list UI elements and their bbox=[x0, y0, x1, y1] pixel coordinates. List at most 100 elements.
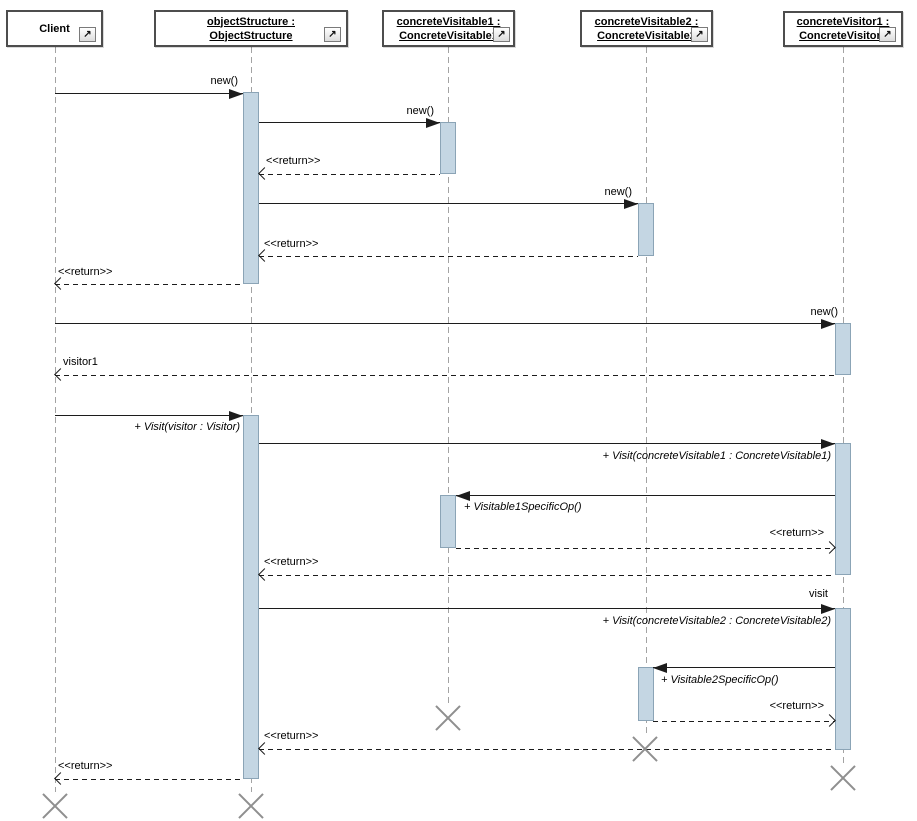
message-line bbox=[456, 495, 835, 496]
message-label-2[interactable]: visit bbox=[809, 588, 828, 600]
destroy-cross-icon bbox=[630, 734, 660, 764]
message-label[interactable]: new() bbox=[406, 105, 434, 117]
message-line bbox=[55, 415, 243, 416]
message-line bbox=[456, 548, 835, 549]
message-line bbox=[259, 174, 440, 175]
arrowhead-open-icon bbox=[54, 772, 67, 785]
activation-bar-concrete-visitable1[interactable] bbox=[440, 122, 456, 174]
lifeline-name-line: concreteVisitable1 : bbox=[396, 15, 501, 28]
arrowhead-open-icon bbox=[54, 368, 67, 381]
message-line bbox=[259, 575, 835, 576]
arrowhead-open-icon bbox=[823, 714, 836, 727]
expand-icon[interactable]: ↗ bbox=[79, 27, 96, 42]
arrowhead-open-icon bbox=[54, 277, 67, 290]
message-line bbox=[259, 608, 835, 609]
lifeline-header-concrete-visitable1[interactable]: concreteVisitable1 :ConcreteVisitable1↗ bbox=[382, 10, 515, 47]
lifeline-name-line: concreteVisitor1 : bbox=[796, 16, 890, 28]
lifeline-header-object-structure[interactable]: objectStructure :ObjectStructure ↗ bbox=[154, 10, 348, 47]
activation-bar-concrete-visitable2[interactable] bbox=[638, 667, 654, 721]
activation-bar-concrete-visitor1[interactable] bbox=[835, 443, 851, 575]
message-line bbox=[259, 749, 835, 750]
message-line bbox=[55, 779, 243, 780]
expand-arrow-glyph: ↗ bbox=[83, 29, 92, 40]
message-line bbox=[55, 93, 243, 94]
lifeline-name-line: Client bbox=[39, 22, 70, 35]
lifeline-name-line: objectStructure : bbox=[206, 15, 295, 28]
lifeline-name: objectStructure :ObjectStructure bbox=[207, 15, 295, 43]
lifeline-name-line: ConcreteVisitable2 bbox=[597, 29, 696, 42]
activation-bar-concrete-visitable1[interactable] bbox=[440, 495, 456, 548]
activation-bar-concrete-visitable2[interactable] bbox=[638, 203, 654, 256]
lifeline-line-concrete-visitable2[interactable] bbox=[645, 47, 647, 735]
message-label[interactable]: new() bbox=[604, 186, 632, 198]
lifeline-name: concreteVisitor1 : ConcreteVisitor1 bbox=[797, 15, 890, 43]
expand-arrow-glyph: ↗ bbox=[883, 29, 892, 40]
arrowhead-open-icon bbox=[823, 541, 836, 554]
expand-icon[interactable]: ↗ bbox=[879, 27, 896, 42]
destroy-cross-icon bbox=[236, 791, 266, 821]
message-line bbox=[55, 323, 835, 324]
message-label[interactable]: <<return>> bbox=[58, 266, 113, 278]
lifeline-name-line: concreteVisitable2 : bbox=[594, 15, 699, 28]
message-label[interactable]: + Visit(visitor : Visitor) bbox=[134, 421, 240, 433]
activation-bar-object-structure[interactable] bbox=[243, 415, 259, 779]
arrowhead-open-icon bbox=[258, 742, 271, 755]
message-label[interactable]: <<return>> bbox=[264, 556, 319, 568]
lifeline-header-client[interactable]: Client ↗ bbox=[6, 10, 103, 47]
message-label[interactable]: <<return>> bbox=[264, 238, 319, 250]
arrowhead-open-icon bbox=[258, 167, 271, 180]
destroy-cross-icon bbox=[433, 703, 463, 733]
message-line bbox=[259, 203, 638, 204]
lifeline-name: Client bbox=[39, 22, 70, 36]
arrowhead-filled-icon bbox=[821, 438, 835, 449]
expand-arrow-glyph: ↗ bbox=[328, 29, 337, 40]
activation-bar-object-structure[interactable] bbox=[243, 92, 259, 284]
lifeline-name-line: ObjectStructure bbox=[209, 29, 293, 42]
message-label[interactable]: + Visit(concreteVisitable2 : ConcreteVis… bbox=[602, 615, 831, 627]
lifeline-header-concrete-visitor1[interactable]: concreteVisitor1 : ConcreteVisitor1↗ bbox=[783, 11, 903, 47]
expand-arrow-glyph: ↗ bbox=[695, 29, 704, 40]
message-label[interactable]: + Visitable1SpecificOp() bbox=[464, 501, 582, 513]
expand-icon[interactable]: ↗ bbox=[324, 27, 341, 42]
lifeline-header-concrete-visitable2[interactable]: concreteVisitable2 :ConcreteVisitable2↗ bbox=[580, 10, 713, 47]
expand-arrow-glyph: ↗ bbox=[497, 29, 506, 40]
message-label[interactable]: <<return>> bbox=[58, 760, 113, 772]
lifeline-name: concreteVisitable2 :ConcreteVisitable2 bbox=[595, 15, 699, 43]
message-line bbox=[259, 122, 440, 123]
lifeline-name-line: ConcreteVisitable1 bbox=[399, 29, 498, 42]
destroy-cross-icon bbox=[828, 763, 858, 793]
arrowhead-filled-icon bbox=[229, 88, 243, 99]
lifeline-line-concrete-visitor1[interactable] bbox=[842, 47, 844, 764]
expand-icon[interactable]: ↗ bbox=[493, 27, 510, 42]
message-line bbox=[259, 256, 638, 257]
expand-icon[interactable]: ↗ bbox=[691, 27, 708, 42]
arrowhead-filled-icon bbox=[456, 490, 470, 501]
arrowhead-filled-icon bbox=[624, 198, 638, 209]
arrowhead-open-icon bbox=[258, 568, 271, 581]
destroy-cross-icon bbox=[40, 791, 70, 821]
message-line bbox=[653, 721, 835, 722]
arrowhead-filled-icon bbox=[229, 410, 243, 421]
message-line bbox=[55, 284, 243, 285]
message-line bbox=[653, 667, 835, 668]
activation-bar-concrete-visitor1[interactable] bbox=[835, 608, 851, 750]
message-label[interactable]: <<return>> bbox=[266, 155, 321, 167]
message-label[interactable]: + Visitable2SpecificOp() bbox=[661, 674, 779, 686]
message-label[interactable]: <<return>> bbox=[769, 700, 824, 712]
message-label[interactable]: <<return>> bbox=[769, 527, 824, 539]
lifeline-name: concreteVisitable1 :ConcreteVisitable1 bbox=[397, 15, 501, 43]
arrowhead-filled-icon bbox=[653, 662, 667, 673]
message-line bbox=[55, 375, 835, 376]
activation-bar-concrete-visitor1[interactable] bbox=[835, 323, 851, 375]
message-label[interactable]: new() bbox=[810, 306, 838, 318]
arrowhead-filled-icon bbox=[821, 318, 835, 329]
arrowhead-filled-icon bbox=[426, 117, 440, 128]
lifeline-name-line: ConcreteVisitor1 bbox=[799, 30, 887, 42]
message-label[interactable]: + Visit(concreteVisitable1 : ConcreteVis… bbox=[602, 450, 831, 462]
message-label[interactable]: visitor1 bbox=[63, 356, 98, 368]
arrowhead-open-icon bbox=[258, 249, 271, 262]
lifeline-line-client[interactable] bbox=[54, 47, 56, 792]
message-label[interactable]: <<return>> bbox=[264, 730, 319, 742]
message-label[interactable]: new() bbox=[210, 75, 238, 87]
